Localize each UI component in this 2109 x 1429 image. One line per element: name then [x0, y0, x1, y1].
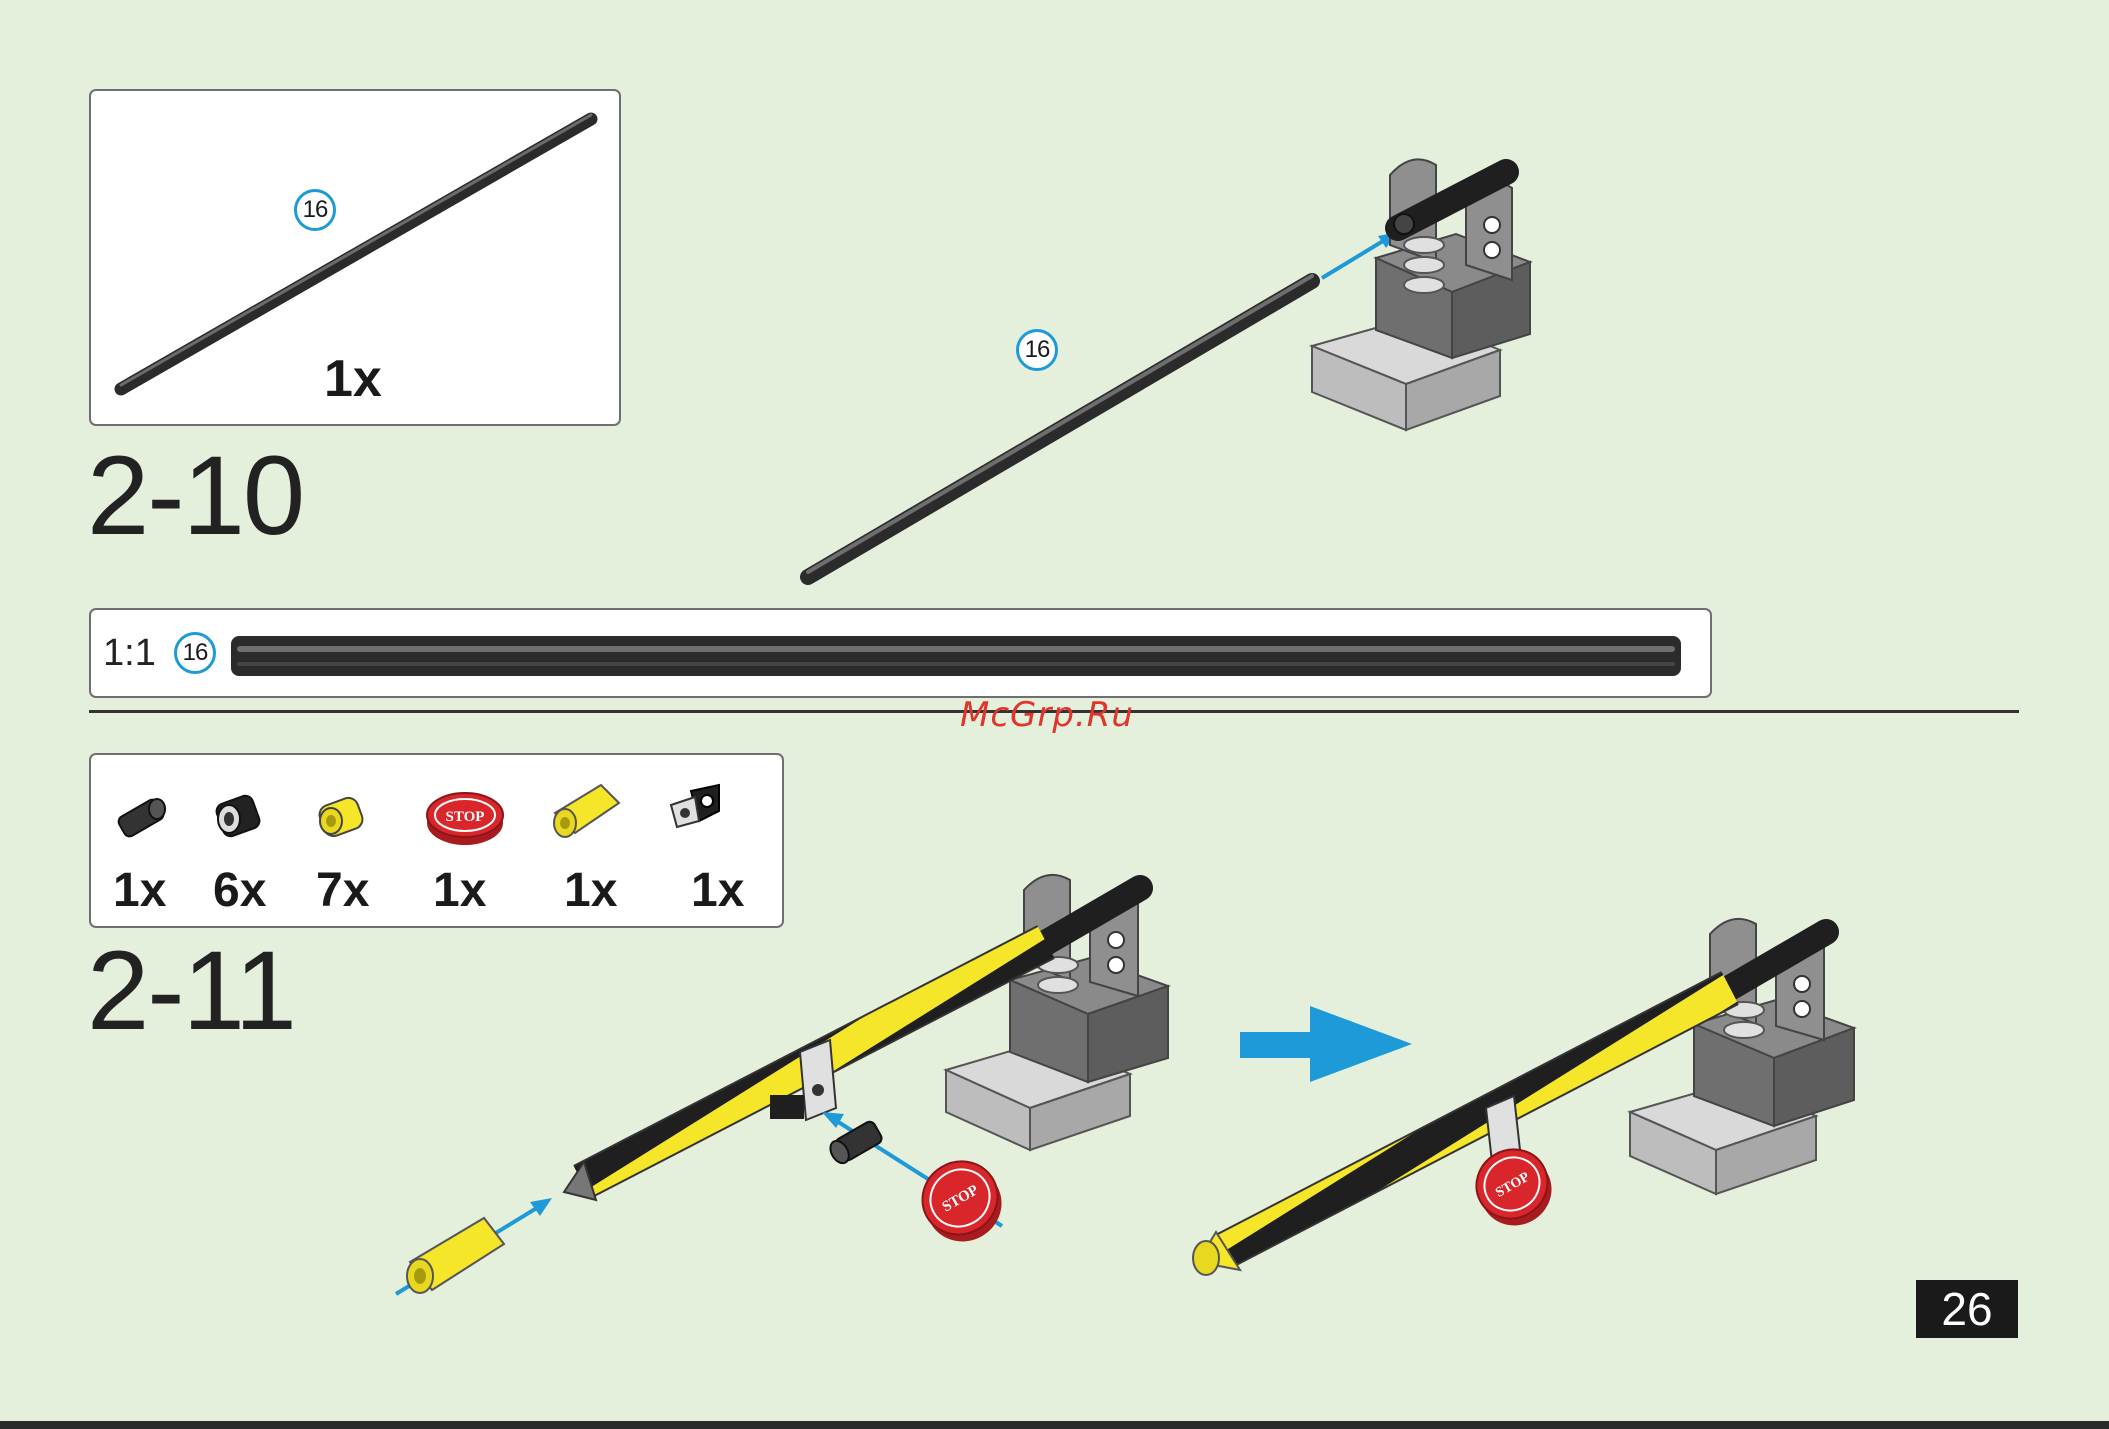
yellow-connector-icon	[554, 785, 619, 837]
part-quantity: 1x	[324, 353, 382, 405]
next-arrow-icon	[1240, 1006, 1412, 1082]
part-quantity: 6x	[213, 867, 266, 915]
bushing-icon	[116, 797, 165, 838]
part-id-badge: 16	[294, 189, 336, 231]
stop-sign-icon: STOP	[427, 793, 503, 845]
yellow-ring-icon	[317, 795, 366, 839]
parts-box-2-10: 16 1x	[89, 89, 621, 426]
page-number: 26	[1916, 1280, 2018, 1338]
clip-icon	[671, 785, 719, 827]
part-quantity: 1x	[564, 867, 617, 915]
svg-text:STOP: STOP	[446, 809, 485, 825]
step-number-2-11: 2-11	[87, 935, 295, 1047]
watermark: McGrp.Ru	[960, 695, 1134, 735]
part-quantity: 1x	[691, 867, 744, 915]
axle-actual-size-icon	[227, 624, 1717, 684]
black-ring-icon	[214, 794, 261, 839]
step-number-2-10: 2-10	[87, 440, 303, 552]
part-quantity: 7x	[316, 867, 369, 915]
svg-text:STOP: STOP	[940, 1182, 982, 1215]
assembly-part-id-badge: 16	[1016, 329, 1058, 371]
bottom-strip	[0, 1421, 2109, 1429]
scale-part-id-badge: 16	[174, 632, 216, 674]
scale-label: 1:1	[103, 634, 156, 672]
parts-box-2-11: STOP 1x 6x 7x 1x 1x 1x	[89, 753, 784, 928]
svg-text:STOP: STOP	[1493, 1170, 1532, 1201]
part-quantity: 1x	[433, 867, 486, 915]
scale-bar-box: 1:1 16	[89, 608, 1712, 698]
part-quantity: 1x	[113, 867, 166, 915]
